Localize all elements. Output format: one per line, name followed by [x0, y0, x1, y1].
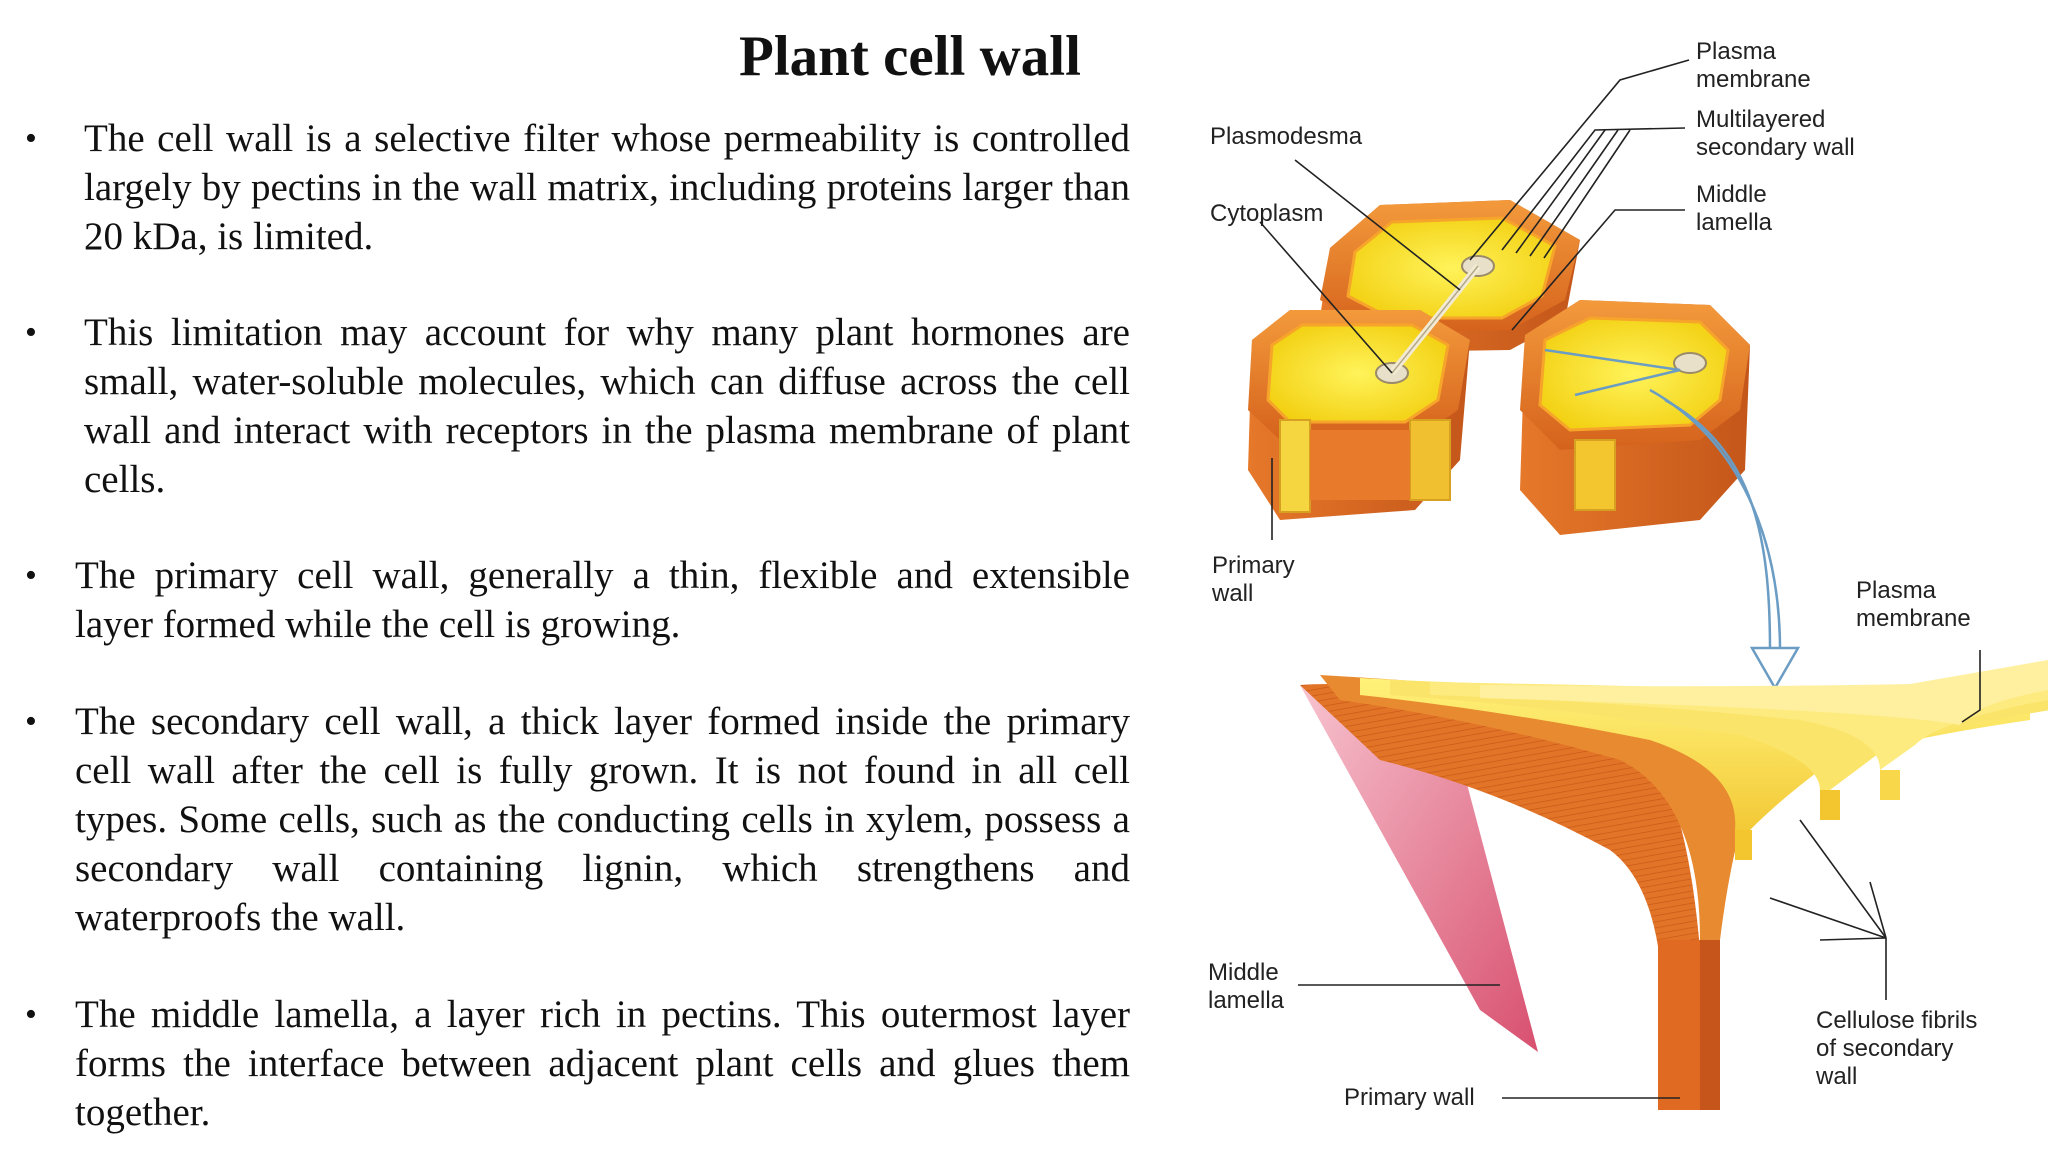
leader-lines-bottom: [1298, 650, 1981, 1099]
down-arrow-head: [1749, 646, 1801, 691]
label-plasma-membrane-bottom: Plasma membrane: [1856, 577, 1971, 632]
bullet-dot: •: [25, 996, 37, 1033]
slide-title: Plant cell wall: [739, 25, 1081, 88]
bullet-item: • This limitation may account for why ma…: [25, 308, 1130, 504]
wall-section: [1300, 660, 2048, 1110]
bullet-item: • The middle lamella, a layer rich in pe…: [25, 990, 1130, 1137]
bullet-text: The secondary cell wall, a thick layer f…: [75, 700, 1130, 939]
plant-cell-wall-diagram: Plasma membrane Multilayered secondary w…: [1180, 0, 2048, 1152]
cell-right: [1520, 300, 1750, 535]
bullet-text: This limitation may account for why many…: [84, 311, 1130, 501]
bullet-dot: •: [25, 557, 37, 594]
bullet-dot: •: [25, 314, 37, 351]
bullet-dot: •: [25, 120, 37, 157]
bullet-text: The middle lamella, a layer rich in pect…: [75, 993, 1130, 1134]
label-middle-lamella-top: Middle lamella: [1696, 181, 1773, 236]
leader-lines-top: [1259, 59, 1690, 540]
bullet-text: The cell wall is a selective filter whos…: [84, 117, 1130, 258]
bullet-item: • The secondary cell wall, a thick layer…: [25, 697, 1130, 942]
label-cellulose-fibrils: Cellulose fibrils of secondary wall: [1816, 1007, 1978, 1090]
cell-left: [1248, 310, 1470, 520]
label-cytoplasm: Cytoplasm: [1210, 200, 1324, 227]
bullet-item: • The cell wall is a selective filter wh…: [25, 114, 1130, 261]
bullet-text: The primary cell wall, generally a thin,…: [75, 554, 1130, 646]
bullet-item: • The primary cell wall, generally a thi…: [25, 551, 1130, 649]
magnify-arrow: [1544, 348, 1782, 651]
cell-wall-illustration: [1248, 59, 2048, 1110]
label-plasma-membrane-top: Plasma membrane: [1696, 38, 1811, 93]
label-middle-lamella-bottom: Middle lamella: [1208, 959, 1285, 1014]
bullet-dot: •: [25, 703, 37, 740]
label-plasmodesma: Plasmodesma: [1210, 123, 1363, 150]
label-primary-wall-top: Primary wall: [1212, 552, 1295, 607]
label-primary-wall-bottom: Primary wall: [1344, 1084, 1475, 1111]
label-multilayered-secondary-wall: Multilayered secondary wall: [1696, 106, 1855, 161]
